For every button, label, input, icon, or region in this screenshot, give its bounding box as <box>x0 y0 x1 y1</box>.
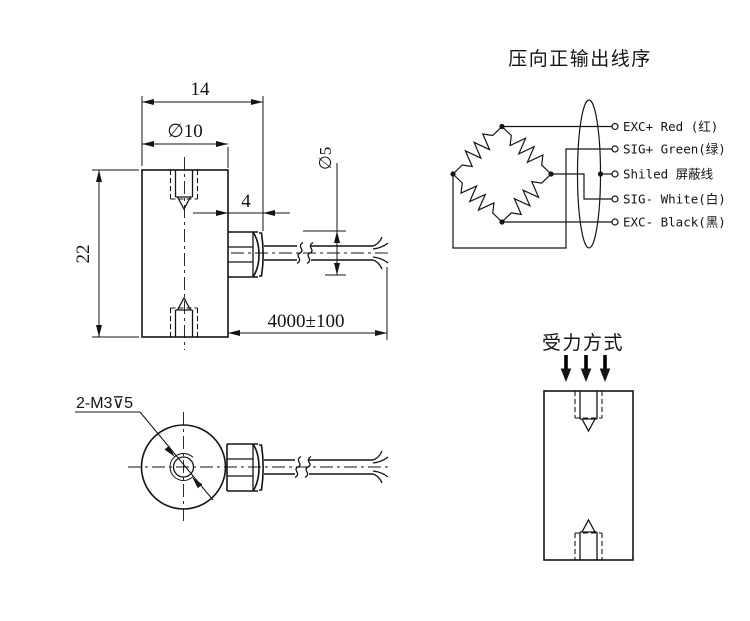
terminal-exc-minus <box>611 218 619 226</box>
thread-callout: 2-M3⊽5 <box>75 395 214 501</box>
terminal-sig-plus <box>611 145 619 153</box>
force-title: 受力方式 <box>542 332 624 354</box>
bridge-resistor <box>501 173 552 223</box>
force-arrows <box>560 355 611 382</box>
dim-gland-length-label: 4 <box>241 191 251 212</box>
thread-callout-label: 2-M3⊽5 <box>76 395 133 412</box>
cable-front <box>231 236 392 270</box>
hex-nut-front <box>228 231 264 278</box>
front-view: 14 ∅10 4 22 <box>73 79 392 350</box>
cable-frayed-end <box>372 450 389 484</box>
wire-label-sig-minus: SIG- White(白) <box>623 192 726 207</box>
terminal-exc-plus <box>611 122 619 131</box>
bridge-resistor <box>452 126 503 175</box>
wire-label-shield: Shiled 屏蔽线 <box>623 167 714 182</box>
dim-cable-diameter: ∅5 <box>303 147 346 276</box>
dim-body-height-label: 22 <box>73 245 94 264</box>
wire-label-exc-minus: EXC- Black(黑) <box>623 215 726 230</box>
wire-sig-plus <box>452 148 612 249</box>
wire-label-exc-plus: EXC+ Red (红) <box>623 119 718 134</box>
thread-hole-bottom <box>574 518 603 560</box>
top-view: 2-M3⊽5 <box>75 395 392 522</box>
wiring-title: 压向正输出线序 <box>508 48 652 70</box>
force-diagram: 受力方式 <box>542 332 634 561</box>
dim-body-diameter: ∅10 <box>142 121 229 168</box>
dim-overall-width-label: 14 <box>191 79 211 100</box>
wire-label-sig-plus: SIG+ Green(绿) <box>623 142 726 157</box>
dim-cable-diameter-label: ∅5 <box>316 147 335 170</box>
thread-hole-top <box>574 391 603 433</box>
cable-break-symbol <box>296 241 304 265</box>
thread-hole-bottom <box>169 296 199 337</box>
dim-gland-length: 4 <box>193 191 290 216</box>
wheatstone-bridge <box>452 126 552 223</box>
wiring-diagram: 压向正输出线序 EXC+ Red (红) SIG+ Green(绿) Shile… <box>450 48 726 249</box>
terminal-shield <box>611 170 619 178</box>
cable-break-symbol <box>294 455 302 479</box>
dim-overall-width: 14 <box>141 79 264 231</box>
terminal-sig-minus <box>611 195 619 203</box>
bridge-resistor <box>452 173 503 223</box>
dim-cable-length: 4000±100 <box>228 267 388 340</box>
thread-hole-top <box>169 170 199 211</box>
loaded-body-outline <box>543 390 634 561</box>
sensor-body-outline <box>141 169 229 338</box>
hex-nut-top <box>226 443 264 492</box>
bridge-resistor <box>501 126 552 175</box>
dim-cable-length-label: 4000±100 <box>268 311 345 332</box>
cable-top <box>264 450 389 484</box>
dim-body-height: 22 <box>73 169 139 338</box>
dim-body-diameter-label: ∅10 <box>167 121 203 142</box>
wire-sig-minus <box>551 173 612 200</box>
cable-frayed-end <box>372 236 389 270</box>
